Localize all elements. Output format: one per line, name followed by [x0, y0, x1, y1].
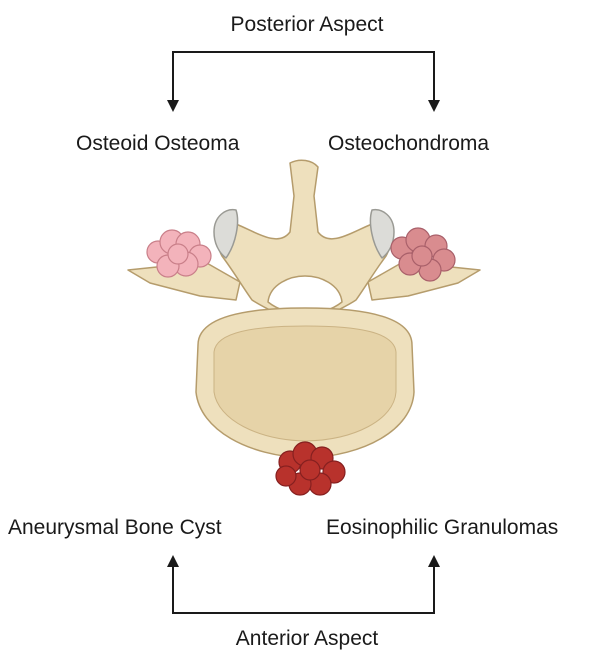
- arrowhead-up-left: [167, 555, 179, 567]
- osteochondroma-label: Osteochondroma: [328, 133, 489, 154]
- eosinophilic-granulomas-label: Eosinophilic Granulomas: [326, 517, 558, 538]
- aneurysmal-bone-cyst-label: Aneurysmal Bone Cyst: [8, 517, 222, 538]
- arrowhead-up-right: [428, 555, 440, 567]
- vertebra: [128, 160, 480, 458]
- anterior-bracket-arrow: [173, 565, 434, 613]
- arrowhead-down-right: [428, 100, 440, 112]
- arrowhead-down-left: [167, 100, 179, 112]
- anterior-aspect-label: Anterior Aspect: [0, 628, 614, 649]
- vertebral-body-inner: [214, 326, 396, 441]
- posterior-bracket-arrow: [173, 52, 434, 103]
- osteoid-osteoma-label: Osteoid Osteoma: [76, 133, 239, 154]
- posterior-aspect-label: Posterior Aspect: [0, 14, 614, 35]
